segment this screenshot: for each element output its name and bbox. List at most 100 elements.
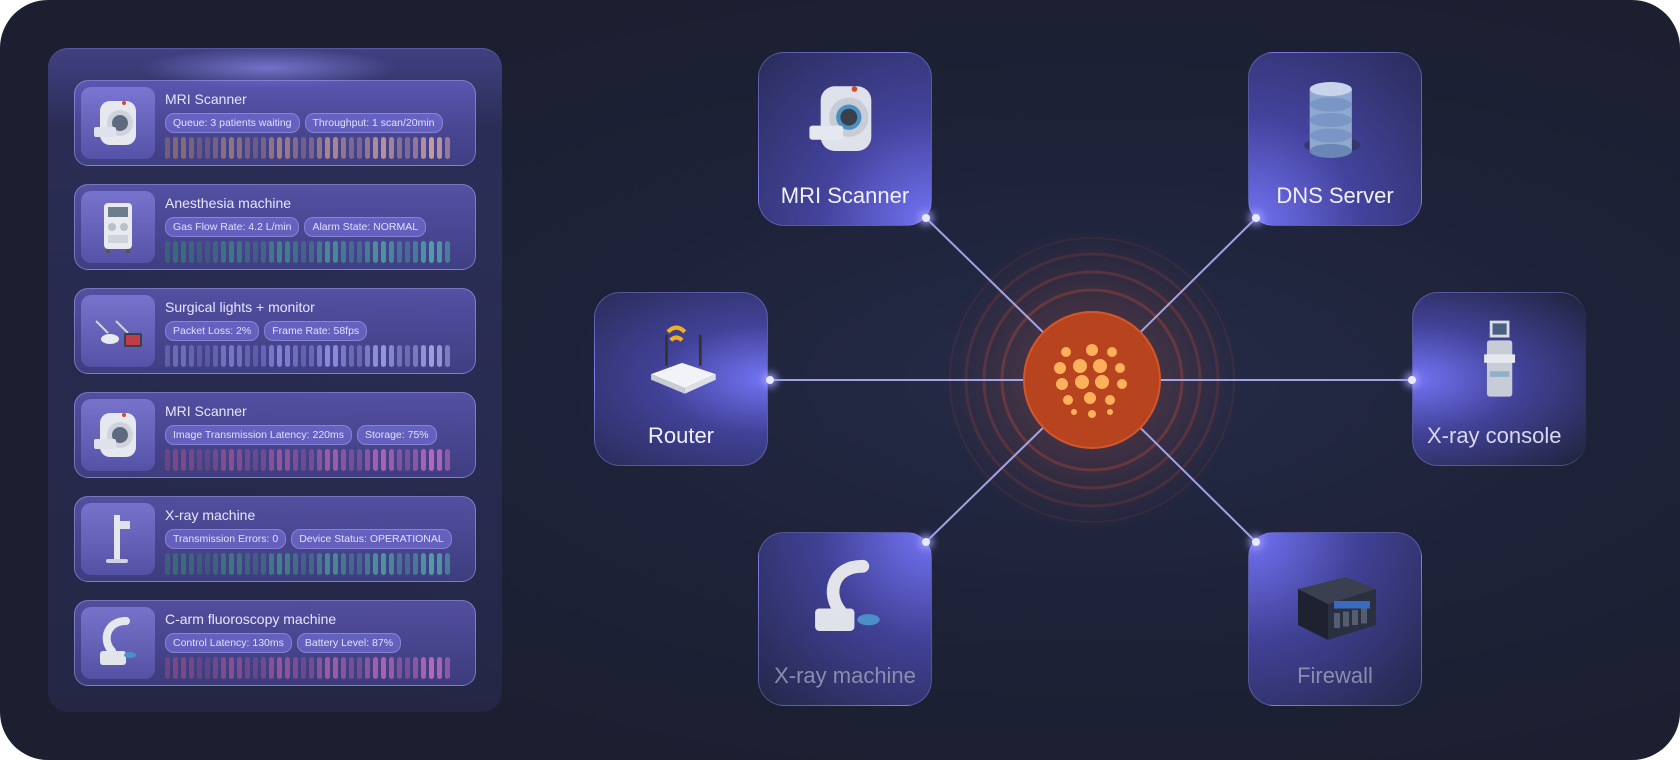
signal-bar — [333, 449, 338, 471]
database-icon — [1304, 82, 1361, 158]
signal-bar — [245, 657, 250, 679]
signal-bar — [189, 449, 194, 471]
signal-bar — [309, 241, 314, 263]
signal-bar — [421, 449, 426, 471]
signal-bar — [341, 241, 346, 263]
signal-bar — [205, 449, 210, 471]
signal-bar — [349, 345, 354, 367]
signal-bar — [381, 553, 386, 575]
signal-bars — [165, 553, 455, 575]
signal-bar — [221, 657, 226, 679]
signal-bar — [213, 137, 218, 159]
signal-bar — [365, 449, 370, 471]
signal-bar — [341, 657, 346, 679]
signal-bar — [197, 137, 202, 159]
signal-bar — [349, 553, 354, 575]
signal-bar — [181, 345, 186, 367]
signal-bar — [317, 657, 322, 679]
signal-bar — [189, 137, 194, 159]
signal-bar — [317, 241, 322, 263]
signal-bar — [389, 657, 394, 679]
signal-bar — [381, 449, 386, 471]
signal-bar — [357, 657, 362, 679]
metric-chip: Alarm State: NORMAL — [304, 217, 427, 237]
signal-bar — [365, 657, 370, 679]
signal-bar — [269, 657, 274, 679]
signal-bar — [285, 449, 290, 471]
signal-bar — [245, 449, 250, 471]
signal-bar — [429, 553, 434, 575]
signal-bar — [357, 449, 362, 471]
link-endpoint — [766, 376, 774, 384]
signal-bar — [253, 137, 258, 159]
signal-bar — [197, 657, 202, 679]
link-endpoint — [1408, 376, 1416, 384]
signal-bar — [181, 137, 186, 159]
device-card[interactable]: Surgical lights + monitor Packet Loss: 2… — [74, 288, 476, 374]
signal-bar — [413, 137, 418, 159]
metric-chip: Device Status: OPERATIONAL — [291, 529, 452, 549]
signal-bar — [429, 657, 434, 679]
signal-bar — [365, 137, 370, 159]
node-router[interactable]: Router — [594, 292, 768, 466]
node-x-ray-console[interactable]: X-ray console — [1412, 292, 1586, 466]
signal-bar — [269, 241, 274, 263]
device-card[interactable]: C-arm fluoroscopy machine Control Latenc… — [74, 600, 476, 686]
signal-bar — [205, 657, 210, 679]
signal-bar — [397, 657, 402, 679]
signal-bar — [333, 241, 338, 263]
signal-bar — [173, 657, 178, 679]
metric-chip: Packet Loss: 2% — [165, 321, 260, 341]
signal-bar — [197, 241, 202, 263]
signal-bar — [389, 345, 394, 367]
link-endpoint — [922, 214, 930, 222]
signal-bar — [413, 449, 418, 471]
device-card[interactable]: Anesthesia machine Gas Flow Rate: 4.2 L/… — [74, 184, 476, 270]
signal-bar — [317, 449, 322, 471]
signal-bar — [197, 553, 202, 575]
signal-bar — [269, 449, 274, 471]
node-label: Firewall — [1297, 663, 1373, 688]
signal-bar — [349, 137, 354, 159]
signal-bars — [165, 449, 455, 471]
signal-bar — [309, 553, 314, 575]
signal-bar — [261, 449, 266, 471]
device-card[interactable]: MRI Scanner Image Transmission Latency: … — [74, 392, 476, 478]
signal-bar — [253, 241, 258, 263]
mri-scanner-icon — [81, 399, 155, 471]
signal-bar — [165, 241, 170, 263]
signal-bar — [229, 449, 234, 471]
signal-bar — [237, 137, 242, 159]
signal-bar — [357, 553, 362, 575]
metric-chip: Frame Rate: 58fps — [264, 321, 368, 341]
signal-bar — [277, 241, 282, 263]
signal-bar — [325, 345, 330, 367]
card-title: C-arm fluoroscopy machine — [165, 611, 337, 627]
signal-bar — [213, 345, 218, 367]
signal-bar — [189, 345, 194, 367]
signal-bar — [357, 241, 362, 263]
signal-bar — [381, 241, 386, 263]
node-dns-server[interactable]: DNS Server — [1248, 52, 1422, 226]
signal-bar — [405, 241, 410, 263]
node-x-ray-machine[interactable]: X-ray machine — [758, 532, 932, 706]
signal-bar — [165, 345, 170, 367]
signal-bar — [341, 137, 346, 159]
node-label: MRI Scanner — [780, 183, 910, 208]
node-mri-scanner[interactable]: MRI Scanner — [758, 52, 932, 226]
signal-bar — [445, 553, 450, 575]
signal-bar — [429, 137, 434, 159]
signal-bar — [253, 345, 258, 367]
signal-bar — [301, 137, 306, 159]
signal-bar — [165, 657, 170, 679]
firewall-icon — [1298, 577, 1376, 640]
signal-bar — [357, 137, 362, 159]
signal-bar — [317, 553, 322, 575]
node-firewall[interactable]: Firewall — [1248, 532, 1422, 706]
signal-bar — [237, 553, 242, 575]
signal-bar — [213, 657, 218, 679]
signal-bar — [349, 241, 354, 263]
signal-bar — [405, 137, 410, 159]
